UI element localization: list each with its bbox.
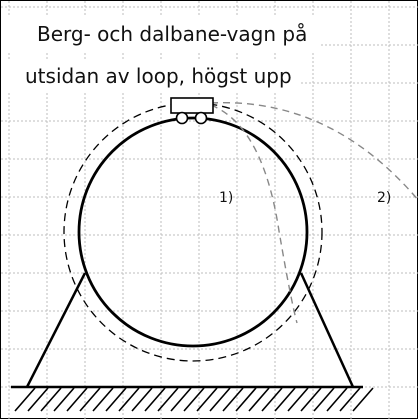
hatch-mark bbox=[92, 387, 114, 412]
roller-coaster-car bbox=[170, 97, 214, 125]
hatch-mark bbox=[313, 387, 335, 412]
hatch-mark bbox=[14, 387, 36, 412]
ground-hatching bbox=[14, 387, 374, 412]
hatch-mark bbox=[300, 387, 322, 412]
hatch-mark bbox=[287, 387, 309, 412]
trajectory-1-label: 1) bbox=[219, 190, 234, 206]
car-body bbox=[170, 97, 214, 114]
hatch-mark bbox=[79, 387, 101, 412]
trajectory-2-label: 2) bbox=[377, 190, 392, 206]
hatch-mark bbox=[40, 387, 62, 412]
hatch-mark bbox=[209, 387, 231, 412]
hatch-mark bbox=[170, 387, 192, 412]
hatch-mark bbox=[53, 387, 75, 412]
car-wheel-right bbox=[194, 111, 208, 125]
hatch-mark bbox=[66, 387, 88, 412]
trajectory-1 bbox=[210, 104, 298, 324]
hatch-mark bbox=[105, 387, 127, 412]
hatch-mark bbox=[235, 387, 257, 412]
right-support bbox=[299, 272, 355, 388]
title-line-2: utsidan av loop, högst upp bbox=[1, 59, 300, 93]
title-line-1: Berg- och dalbane-vagn på bbox=[1, 17, 322, 51]
hatch-mark bbox=[27, 387, 49, 412]
hatch-mark bbox=[131, 387, 153, 412]
hatch-mark bbox=[274, 387, 296, 412]
hatch-mark bbox=[196, 387, 218, 412]
hatch-mark bbox=[157, 387, 179, 412]
hatch-mark bbox=[352, 387, 374, 412]
car-wheel-left bbox=[175, 111, 189, 125]
hatch-mark bbox=[261, 387, 283, 412]
hatch-mark bbox=[144, 387, 166, 412]
hatch-mark bbox=[339, 387, 361, 412]
loop-track bbox=[77, 116, 309, 348]
dashed-reference-circle bbox=[63, 102, 323, 362]
trajectory-2 bbox=[210, 101, 418, 201]
hatch-mark bbox=[248, 387, 270, 412]
hatch-mark bbox=[222, 387, 244, 412]
hatch-mark bbox=[183, 387, 205, 412]
left-support bbox=[25, 272, 87, 388]
hatch-mark bbox=[118, 387, 140, 412]
ground bbox=[11, 385, 374, 412]
hatch-mark bbox=[326, 387, 348, 412]
